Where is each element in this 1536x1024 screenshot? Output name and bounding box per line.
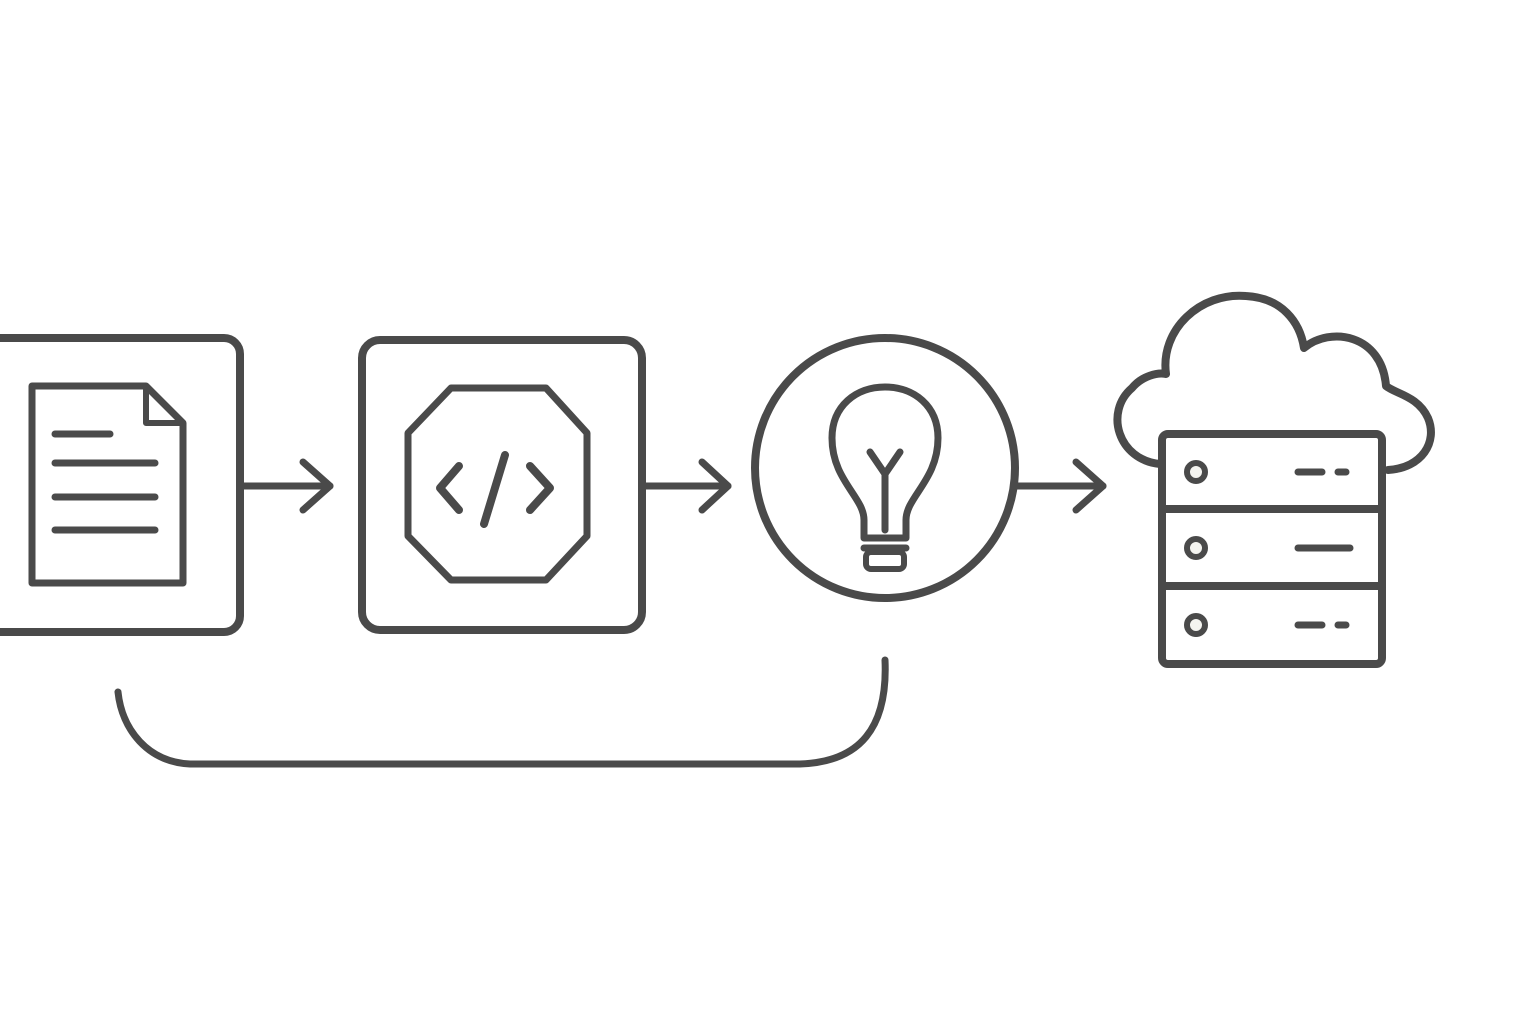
feedback-loop-connector (114, 656, 889, 768)
code-octagon-icon (404, 384, 591, 584)
code-node (358, 336, 646, 634)
server-unit-1 (1184, 460, 1350, 484)
arrow-code-to-idea (641, 458, 732, 514)
arrow-document-to-code (238, 458, 334, 514)
document-node (0, 334, 244, 636)
arrow-idea-to-cloud (1013, 458, 1107, 514)
idea-node (751, 334, 1019, 602)
document-box (0, 334, 244, 636)
idea-circle (751, 334, 1019, 602)
code-box (358, 336, 646, 634)
lightbulb-icon (828, 383, 942, 572)
server-unit-2 (1184, 536, 1354, 560)
cloud-icon (1113, 291, 1435, 474)
server-unit-3 (1184, 613, 1350, 637)
cloud-server-node (1113, 291, 1435, 668)
server-rack-icon (1158, 430, 1386, 668)
document-icon (28, 382, 187, 587)
